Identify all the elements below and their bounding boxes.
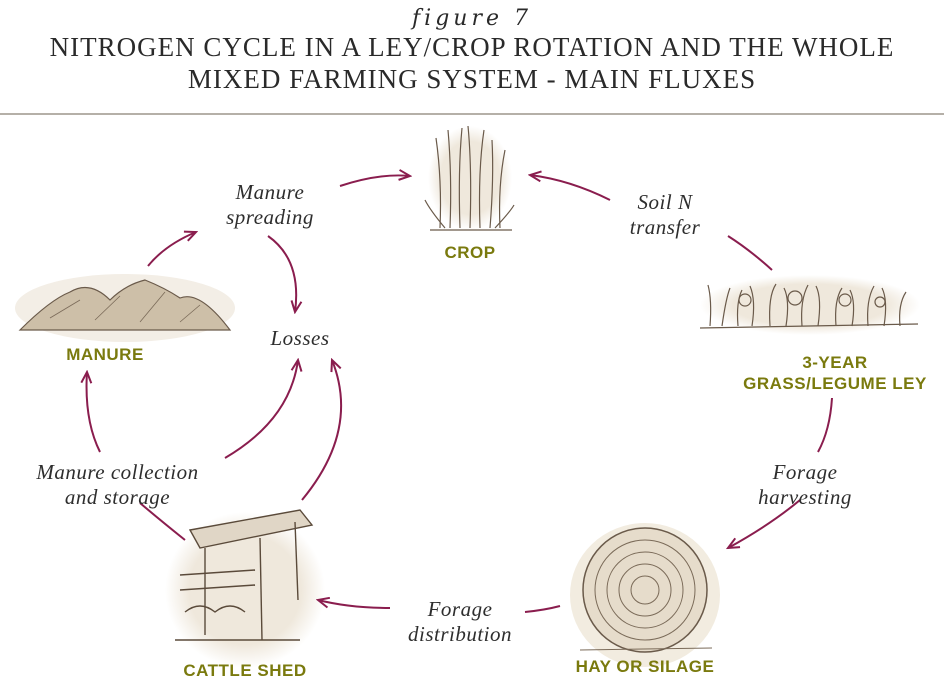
flow-label-forage-distribution-2: distribution: [385, 622, 535, 646]
arrow-ley-to-soil-n: [728, 236, 772, 270]
node-label-hay-or-silage: HAY OR SILAGE: [560, 656, 730, 677]
arrow-manure-spreading-to-crop: [340, 175, 410, 186]
arrow-spreading-to-losses: [268, 236, 296, 312]
flow-label-manure-spreading-2: spreading: [200, 205, 340, 229]
flow-label-manure-collection-2: and storage: [5, 485, 230, 509]
hay-bale-illustration: [570, 523, 720, 667]
arrow-ley-to-forage-harvesting: [818, 398, 832, 452]
node-label-cattle-shed: CATTLE SHED: [165, 660, 325, 681]
arrow-collection-to-manure: [87, 372, 100, 452]
ley-illustration: [700, 275, 920, 335]
flow-label-forage-harvesting-1: Forage: [740, 460, 870, 484]
node-label-crop: CROP: [425, 242, 515, 263]
node-label-manure: MANURE: [50, 344, 160, 365]
flow-label-soil-n-1: Soil N: [605, 190, 725, 214]
flow-label-forage-distribution-1: Forage: [385, 597, 535, 621]
node-label-ley-line-1: 3-YEAR: [730, 352, 940, 373]
crop-illustration: [425, 126, 514, 230]
arrow-forage-distribution-to-cattle: [318, 600, 390, 608]
flow-label-manure-spreading-1: Manure: [200, 180, 340, 204]
arrow-collection-to-losses: [225, 360, 298, 458]
flow-label-soil-n-2: transfer: [605, 215, 725, 239]
cattle-shed-illustration: [165, 510, 325, 668]
arrow-soil-n-to-crop: [530, 175, 610, 200]
arrow-manure-to-spreading: [148, 232, 196, 266]
flow-label-manure-collection-1: Manure collection: [5, 460, 230, 484]
arrow-cattle-to-losses: [302, 360, 341, 500]
manure-illustration: [15, 274, 235, 342]
flow-label-losses: Losses: [245, 326, 355, 350]
node-label-ley-line-2: GRASS/LEGUME LEY: [730, 373, 940, 394]
flow-label-forage-harvesting-2: harvesting: [740, 485, 870, 509]
